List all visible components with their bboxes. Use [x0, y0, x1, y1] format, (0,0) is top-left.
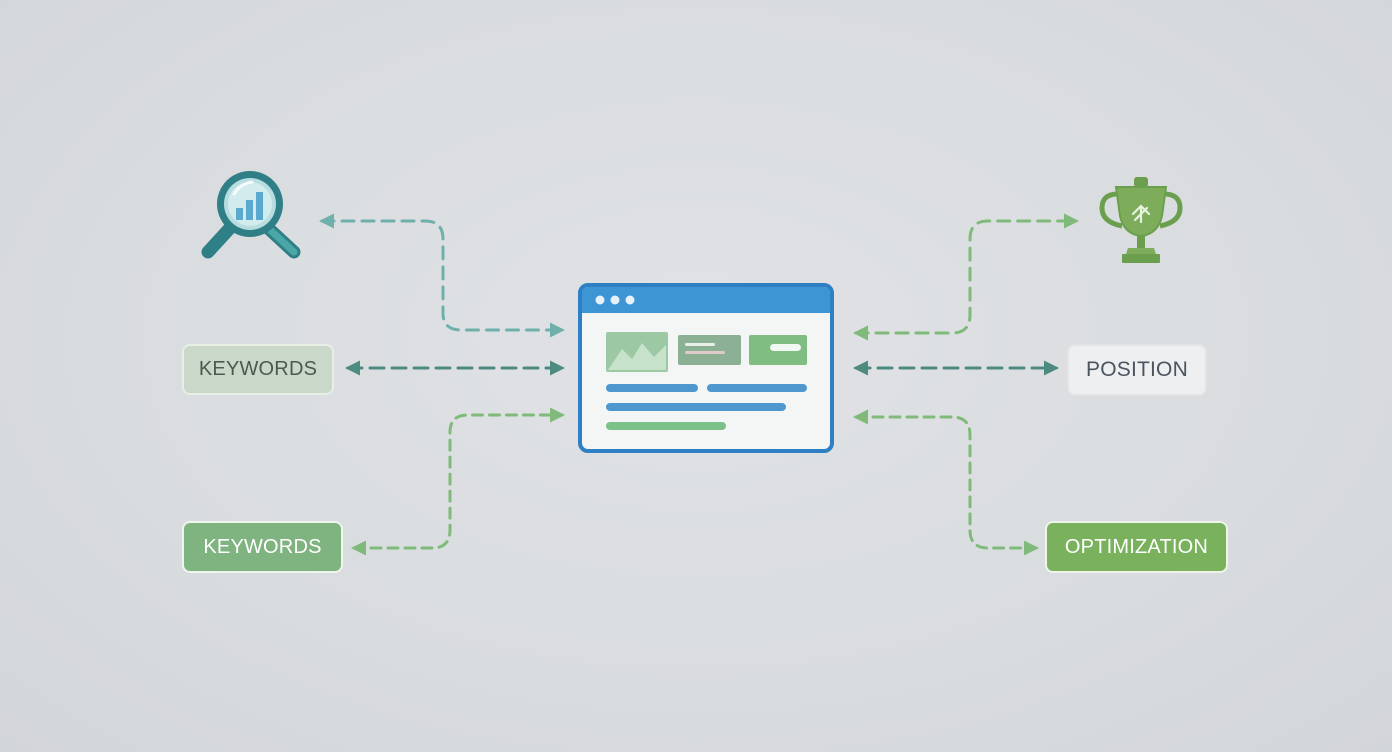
browser-window-icon	[578, 283, 834, 453]
keywords-node-bottom: KEYWORDS	[182, 521, 343, 573]
keywords-node-top-label: KEYWORDS	[198, 358, 318, 380]
connector-page-to-optimization	[853, 409, 1039, 556]
connector-page-to-trophy	[853, 213, 1079, 341]
connector-search-to-page	[319, 213, 565, 338]
keywords-node-top: KEYWORDS	[182, 344, 334, 395]
connector-keywords2-to-page	[351, 407, 565, 556]
trophy-icon	[1098, 174, 1184, 271]
optimization-node: OPTIMIZATION	[1045, 521, 1228, 573]
position-node-label: POSITION	[1086, 358, 1188, 381]
position-node: POSITION	[1067, 344, 1207, 396]
magnifier-chart-icon	[198, 166, 308, 271]
optimization-node-label: OPTIMIZATION	[1064, 535, 1209, 558]
keywords-node-bottom-label: KEYWORDS	[203, 535, 322, 558]
